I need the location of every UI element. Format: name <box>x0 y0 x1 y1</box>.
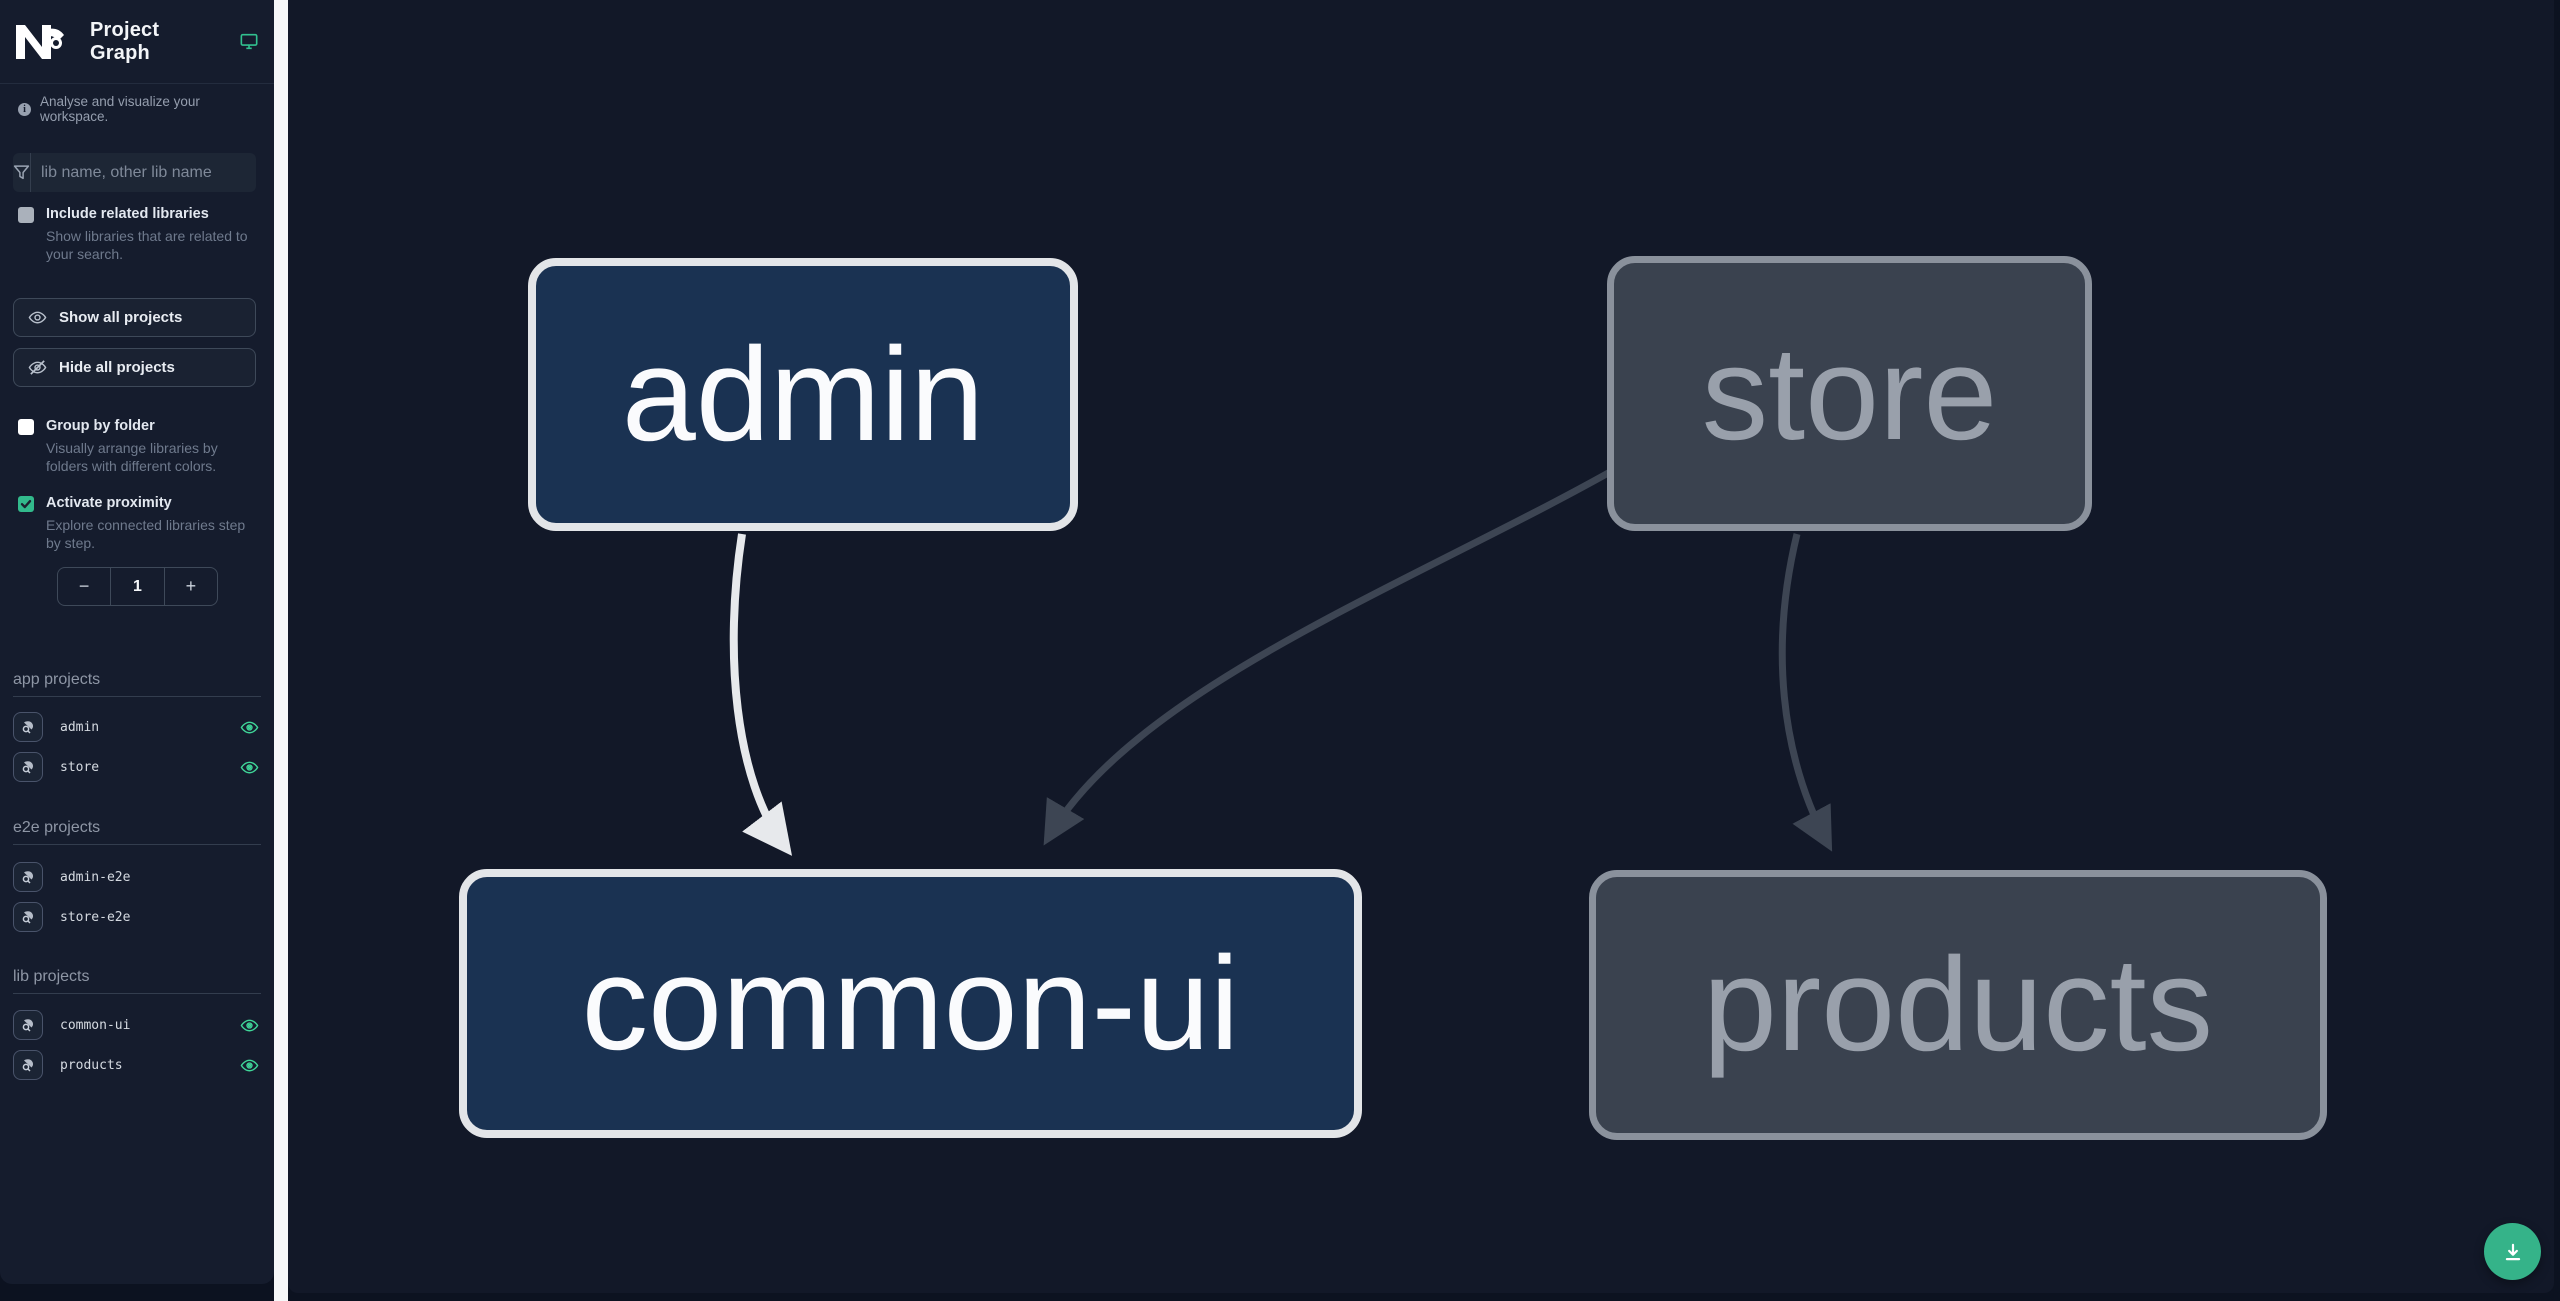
section-heading-app-projects: app projects <box>13 671 261 697</box>
focus-project-button[interactable] <box>13 712 43 742</box>
focus-icon <box>22 911 34 924</box>
focus-icon <box>22 1019 34 1032</box>
focus-project-button[interactable] <box>13 752 43 782</box>
edge-store-to-products[interactable] <box>1778 533 1833 852</box>
sidebar: Project Graph i Analyse and visualize yo… <box>0 0 274 1284</box>
project-row-store: store <box>13 752 261 782</box>
node-label: store <box>1701 319 1998 468</box>
funnel-icon <box>13 153 31 192</box>
workspace-info: i Analyse and visualize your workspace. <box>18 94 262 124</box>
graph-node-common-ui[interactable]: common-ui <box>459 869 1362 1138</box>
focus-project-button[interactable] <box>13 1010 43 1040</box>
project-row-products: products <box>13 1050 261 1080</box>
node-label: admin <box>621 320 985 469</box>
page-title: Project Graph <box>90 18 160 64</box>
sidebar-resize-gutter[interactable] <box>274 0 288 1301</box>
proximity-increment-button[interactable]: + <box>163 568 217 605</box>
graph-node-store[interactable]: store <box>1607 256 2092 531</box>
focus-project-button[interactable] <box>13 902 43 932</box>
project-name: common-ui <box>60 1017 131 1033</box>
eye-slash-icon <box>28 360 47 375</box>
hide-all-projects-label: Hide all projects <box>59 359 175 376</box>
section-heading-lib-projects: lib projects <box>13 968 261 994</box>
monitor-icon[interactable] <box>240 32 258 51</box>
toggle-visibility-eye-icon[interactable] <box>240 1016 259 1035</box>
group-by-folder-label: Group by folder <box>46 418 155 434</box>
search-input[interactable] <box>31 153 256 192</box>
group-by-folder-option: Group by folder Visually arrange librari… <box>18 418 260 475</box>
include-related-checkbox[interactable] <box>18 207 34 223</box>
focus-project-button[interactable] <box>13 1050 43 1080</box>
graph-node-admin[interactable]: admin <box>528 258 1078 531</box>
activate-proximity-label: Activate proximity <box>46 495 172 511</box>
activate-proximity-description: Explore connected libraries step by step… <box>46 517 246 551</box>
proximity-stepper: − 1 + <box>57 567 218 606</box>
project-name: products <box>60 1057 123 1073</box>
filter-box <box>13 153 256 192</box>
toggle-visibility-eye-icon[interactable] <box>240 758 259 777</box>
show-all-projects-button[interactable]: Show all projects <box>13 298 256 337</box>
nx-logo-icon <box>16 24 64 59</box>
activate-proximity-checkbox[interactable] <box>18 496 34 512</box>
eye-icon <box>28 311 47 324</box>
proximity-decrement-button[interactable]: − <box>78 576 90 596</box>
focus-icon <box>22 1059 34 1072</box>
project-row-common-ui: common-ui <box>13 1010 261 1040</box>
focus-project-button[interactable] <box>13 862 43 892</box>
focus-icon <box>22 721 34 734</box>
download-image-button[interactable] <box>2484 1223 2541 1280</box>
include-related-description: Show libraries that are related to your … <box>46 228 248 262</box>
proximity-value: 1 <box>110 568 163 605</box>
project-row-admin-e2e: admin-e2e <box>13 862 261 892</box>
project-name: admin <box>60 719 100 735</box>
toggle-visibility-eye-icon[interactable] <box>240 1056 259 1075</box>
download-icon <box>2505 1243 2520 1260</box>
project-name: admin-e2e <box>60 869 131 885</box>
workspace-info-text: Analyse and visualize your workspace. <box>40 94 200 124</box>
hide-all-projects-button[interactable]: Hide all projects <box>13 348 256 387</box>
focus-icon <box>22 871 34 884</box>
activate-proximity-option: Activate proximity Explore connected lib… <box>18 495 260 552</box>
graph-canvas[interactable]: admin store common-ui products <box>288 0 2554 1293</box>
group-by-folder-description: Visually arrange libraries by folders wi… <box>46 440 218 474</box>
graph-node-products[interactable]: products <box>1589 870 2327 1140</box>
include-related-label: Include related libraries <box>46 206 209 222</box>
section-heading-e2e-projects: e2e projects <box>13 819 261 845</box>
checkmark-icon <box>20 500 32 509</box>
node-label: products <box>1702 931 2214 1079</box>
show-all-projects-label: Show all projects <box>59 309 183 326</box>
group-by-folder-checkbox[interactable] <box>18 419 34 435</box>
include-related-option: Include related libraries Show libraries… <box>18 206 260 263</box>
focus-icon <box>22 761 34 774</box>
info-icon: i <box>18 102 31 116</box>
project-row-store-e2e: store-e2e <box>13 902 261 932</box>
toggle-visibility-eye-icon[interactable] <box>240 718 259 737</box>
edge-store-to-common-ui[interactable] <box>1043 468 1612 846</box>
project-row-admin: admin <box>13 712 261 742</box>
edge-admin-to-common-ui[interactable] <box>729 533 793 856</box>
project-name: store-e2e <box>60 909 131 925</box>
graph-edges <box>729 468 1833 856</box>
sidebar-header: Project Graph <box>0 0 274 84</box>
node-label: common-ui <box>581 929 1240 1078</box>
project-name: store <box>60 759 100 775</box>
